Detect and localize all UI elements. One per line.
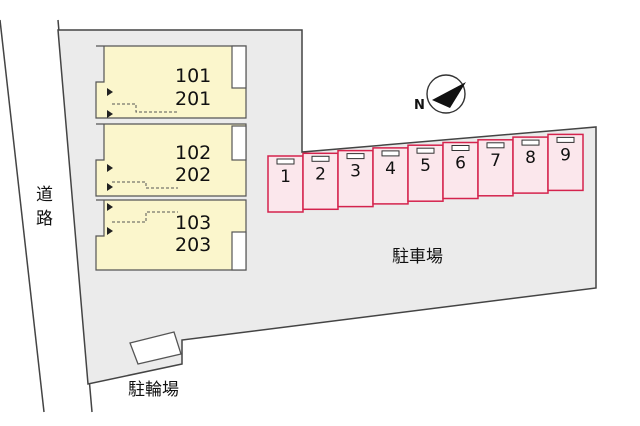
parking-space-number: 8: [525, 148, 536, 168]
parking-space: 4: [372, 147, 409, 205]
parking-space-number: 5: [420, 156, 431, 176]
apartment-building: 101 201 102 202 103 203: [95, 45, 247, 271]
parking-space: 2: [302, 152, 339, 211]
bicycle-parking-label: 駐輪場: [128, 380, 179, 400]
parking-space: 5: [407, 144, 444, 202]
parking-space: 1: [267, 155, 304, 213]
north-label: N: [414, 98, 425, 113]
parking-space: 9: [547, 133, 584, 192]
parking-spaces: 1 2 3 4 5 6 7 8 9: [267, 133, 584, 213]
unit-label-101: 101: [175, 65, 211, 87]
unit-block-3: [95, 199, 247, 271]
parking-space: 6: [442, 141, 479, 200]
road-label: 道路: [36, 185, 53, 229]
parking-space: 7: [477, 139, 514, 197]
parking-space-number: 6: [455, 154, 466, 174]
parking-space: 3: [337, 149, 374, 208]
unit-label-102: 102: [175, 142, 211, 164]
parking-space-number: 9: [560, 145, 571, 165]
parking-space-number: 1: [280, 167, 291, 187]
parking-space: 8: [512, 136, 549, 194]
unit-label-202: 202: [175, 164, 211, 186]
parking-space-number: 2: [315, 164, 326, 184]
unit-block-1: [95, 45, 247, 119]
parking-space-number: 7: [490, 151, 501, 171]
parking-label: 駐車場: [392, 247, 443, 267]
unit-label-103: 103: [175, 212, 211, 234]
svg-text:道路: 道路: [36, 185, 53, 229]
north-arrow: N: [414, 74, 466, 114]
unit-block-2: [95, 123, 247, 197]
road-edge-left: [0, 19, 45, 413]
parking-space-number: 4: [385, 159, 396, 179]
unit-label-201: 201: [175, 88, 211, 110]
bicycle-parking: [129, 331, 182, 365]
parking-space-number: 3: [350, 162, 361, 182]
unit-label-203: 203: [175, 234, 211, 256]
